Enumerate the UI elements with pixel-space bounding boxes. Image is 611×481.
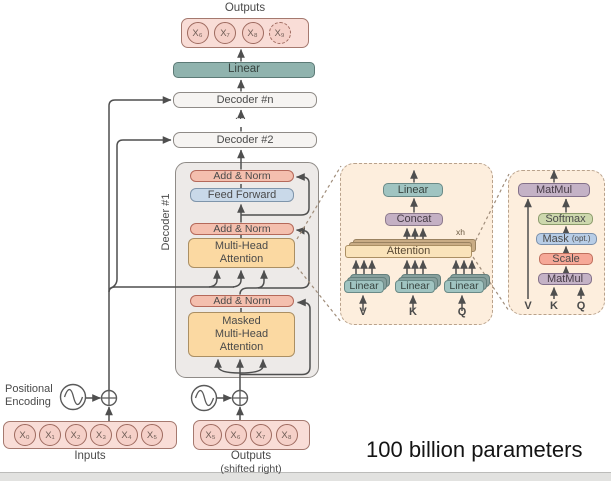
token-circle: X₆: [224, 424, 247, 446]
token-circle: X₆: [186, 22, 209, 44]
token-circle-predicted: X₉: [268, 22, 291, 44]
concat-box: Concat: [385, 213, 443, 226]
positional-encoding-icon: [190, 384, 218, 412]
add-norm-top-box: Add & Norm: [190, 170, 294, 182]
bottom-edge-strip: [0, 472, 611, 481]
token-circle: X₇: [214, 22, 236, 44]
matmul-bottom-box: MatMul: [538, 273, 592, 285]
linear-v-box: Linear: [344, 280, 384, 293]
stack-ellipsis: ...: [234, 110, 248, 122]
linear-output-box: Linear: [173, 62, 315, 78]
q-input-label: Q: [457, 306, 467, 318]
token-circle: X₀: [13, 424, 36, 446]
add-operator-icon: [100, 389, 118, 407]
token-circle: X₈: [241, 22, 264, 44]
feed-forward-box: Feed Forward: [190, 188, 294, 202]
k-input-label: K: [550, 300, 558, 312]
positional-encoding-label: Positional Encoding: [5, 383, 53, 408]
linear-k-box: Linear: [395, 280, 435, 293]
outputs-shifted-label: Outputs: [230, 450, 272, 462]
decoder-2-box: Decoder #2: [173, 132, 317, 148]
token-circle: X₇: [249, 424, 272, 446]
mask-opt-label: (opt.): [571, 234, 591, 244]
q-input-label: Q: [576, 300, 586, 312]
shifted-right-label: (shifted right): [220, 463, 282, 475]
detail-linear-top-box: Linear: [383, 183, 443, 197]
token-circle: X₅: [141, 424, 163, 446]
token-circle: X₄: [115, 424, 138, 446]
scale-box: Scale: [539, 253, 593, 265]
positional-encoding-icon: [59, 383, 87, 411]
heads-count-label: xh: [456, 227, 465, 237]
inputs-label: Inputs: [74, 450, 106, 462]
v-input-label: V: [524, 300, 532, 312]
input-tokens-box: X₀ X₁ X₂ X₃ X₄ X₅: [3, 421, 177, 449]
token-circle: X₂: [64, 424, 87, 446]
v-input-label: V: [359, 306, 367, 318]
add-norm-bottom-box: Add & Norm: [190, 295, 294, 307]
attention-box: Attention: [345, 245, 472, 258]
token-circle: X₁: [39, 424, 61, 446]
caption-text: 100 billion parameters: [366, 437, 583, 462]
multi-head-attention-box: Multi-Head Attention: [188, 238, 295, 268]
add-operator-icon: [231, 389, 249, 407]
output-tokens-box: X₆ X₇ X₈ X₉: [181, 18, 309, 48]
matmul-top-box: MatMul: [518, 183, 590, 197]
linear-q-box: Linear: [444, 280, 484, 293]
mask-label: Mask: [542, 232, 569, 245]
token-circle: X₅: [199, 424, 222, 446]
outputs-top-label: Outputs: [224, 2, 266, 14]
add-norm-mid-box: Add & Norm: [190, 223, 294, 235]
mask-box: Mask (opt.): [536, 233, 597, 245]
softmax-box: Softmax: [538, 213, 593, 225]
masked-multi-head-attention-box: Masked Multi-Head Attention: [188, 312, 295, 357]
k-input-label: K: [409, 306, 417, 318]
token-circle: X₈: [275, 424, 298, 446]
decoder-n-box: Decoder #n: [173, 92, 317, 108]
token-circle: X₃: [90, 424, 112, 446]
shifted-output-tokens-box: X₅ X₆ X₇ X₈: [193, 420, 310, 450]
decoder-1-label: Decoder #1: [160, 193, 172, 251]
